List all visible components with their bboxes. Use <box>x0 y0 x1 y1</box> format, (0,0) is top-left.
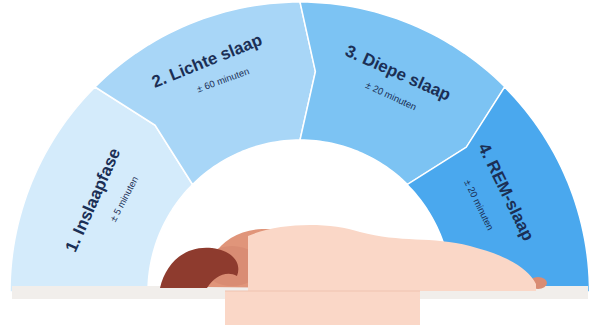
shoulder <box>205 229 300 288</box>
band-outline <box>95 2 315 185</box>
band-shape <box>95 2 315 185</box>
face <box>204 246 260 286</box>
band-outline <box>407 87 590 292</box>
sleep-phase-band: 2. Lichte slaap± 60 minuten <box>95 2 315 185</box>
foot <box>529 277 547 289</box>
blanket <box>225 225 536 325</box>
sleep-phase-band: 4. REM-slaap± 20 minuten <box>407 87 590 292</box>
mattress <box>12 286 588 299</box>
hair <box>160 248 238 288</box>
blanket-fold <box>225 291 420 292</box>
